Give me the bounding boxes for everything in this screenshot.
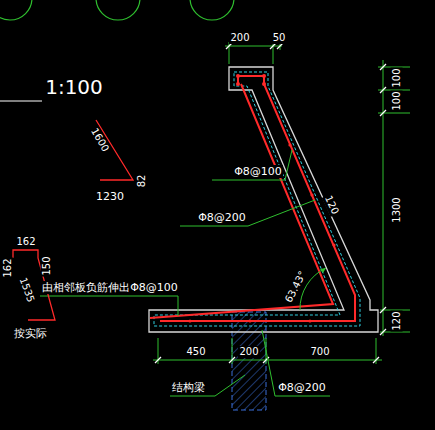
bar-length: 162 (2, 257, 14, 278)
thickness-dimension: 120 (322, 193, 342, 217)
stirrup (154, 72, 360, 326)
scale-note: 1:100 (44, 76, 104, 98)
bar-length: 162 (15, 236, 36, 248)
note: 按实际 (13, 327, 48, 340)
dimension: 50 (272, 32, 287, 44)
bar-length: 1230 (95, 190, 125, 203)
bar-length: 82 (136, 174, 148, 189)
bar-length: 150 (41, 255, 53, 276)
dimension-lines (153, 42, 410, 364)
rebar-callout: Φ8@200 (197, 211, 247, 224)
dimension: 100 (391, 67, 403, 88)
dimension: 700 (309, 346, 330, 358)
rebar-callout: Φ8@200 (277, 381, 327, 394)
title-rule (0, 101, 42, 102)
dimension: 100 (391, 90, 403, 111)
member-name: 结构梁 (171, 381, 206, 394)
dimension-ticks (155, 43, 386, 363)
dimension: 200 (229, 32, 250, 44)
rebar-dots (188, 74, 335, 323)
dimension: 450 (185, 346, 206, 358)
rebar-callout: 由相邻板负筋伸出Φ8@100 (41, 281, 179, 294)
dimension: 200 (238, 346, 259, 358)
structural-beam (232, 312, 266, 410)
axis-circles (0, 0, 234, 20)
parapet-outline (149, 67, 378, 332)
bar-length: 1535 (17, 275, 38, 305)
leader-lines (40, 150, 330, 396)
arrowhead (320, 268, 326, 273)
rebar-callout: Φ8@100 (233, 165, 283, 178)
dimension: 1300 (391, 196, 403, 223)
dimension: 120 (391, 310, 403, 331)
rebar (150, 76, 355, 321)
